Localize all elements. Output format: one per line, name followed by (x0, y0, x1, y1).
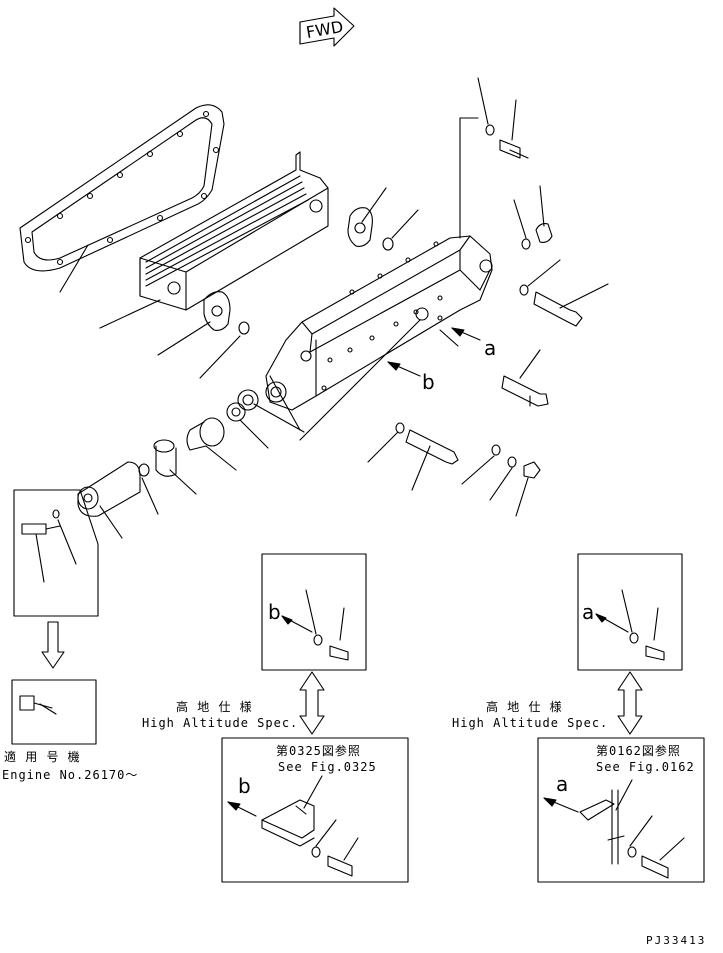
plug (536, 186, 552, 242)
washer-bottom-left (368, 423, 404, 462)
nut (516, 462, 540, 516)
washer-bottom-right (462, 445, 500, 484)
sleeve (187, 418, 236, 470)
ref-left-jp: 第0325図参照 (276, 744, 361, 758)
washer-right (520, 260, 560, 295)
callout-a-label: a (484, 336, 497, 360)
seal-ring (238, 390, 304, 432)
link-pin (502, 350, 548, 406)
bolt-long-right (534, 284, 608, 326)
detail-box-a (538, 738, 704, 882)
fwd-arrow-icon (300, 8, 354, 46)
high-altitude-left-jp: 高 地 仕 様 (176, 700, 253, 714)
valve-body (154, 440, 196, 494)
o-ring-2 (383, 210, 418, 250)
bolt-long-bottom (406, 430, 458, 490)
inset-b-label: b (268, 600, 281, 624)
ref-right-jp: 第0162図参照 (596, 744, 681, 758)
applicable-en: Engine No.26170～ (2, 768, 139, 782)
o-ring-4 (514, 200, 530, 249)
ref-right-en: See Fig.0162 (596, 760, 695, 774)
inset-box-a (578, 554, 682, 670)
inset-box-b (262, 554, 366, 670)
detail-b-label: b (238, 774, 251, 798)
double-arrow-right-icon (618, 672, 642, 734)
detail-a-label: a (556, 772, 569, 796)
gasket-small-1 (158, 292, 230, 355)
inset-a-label: a (582, 600, 595, 624)
washer-top (478, 78, 494, 135)
o-ring-3 (139, 464, 158, 514)
callout-a-arrow-icon (452, 328, 480, 340)
new-bolt-box (12, 680, 96, 744)
filter-cap (78, 462, 140, 538)
bolt-top (500, 100, 528, 158)
callout-b-label: b (422, 370, 435, 394)
gasket-small-2 (348, 188, 386, 246)
callout-b-arrow-icon (388, 362, 420, 376)
old-bolt-box (14, 490, 98, 616)
detail-box-b (222, 738, 408, 882)
washer-ring (227, 403, 268, 448)
down-arrow-icon (42, 622, 64, 668)
high-altitude-right-en: High Altitude Spec. (452, 716, 609, 730)
applicable-jp: 適 用 号 機 (4, 750, 81, 764)
double-arrow-left-icon (300, 672, 324, 734)
o-ring-1 (200, 322, 249, 378)
spring-washer (490, 457, 516, 500)
ref-left-en: See Fig.0325 (278, 760, 377, 774)
high-altitude-left-en: High Altitude Spec. (142, 716, 299, 730)
gasket-large (20, 105, 224, 292)
high-altitude-right-jp: 高 地 仕 様 (486, 700, 563, 714)
oil-cooler-housing (266, 236, 492, 440)
figure-code: PJ33413 (646, 934, 707, 947)
oil-cooler-core (100, 152, 328, 328)
